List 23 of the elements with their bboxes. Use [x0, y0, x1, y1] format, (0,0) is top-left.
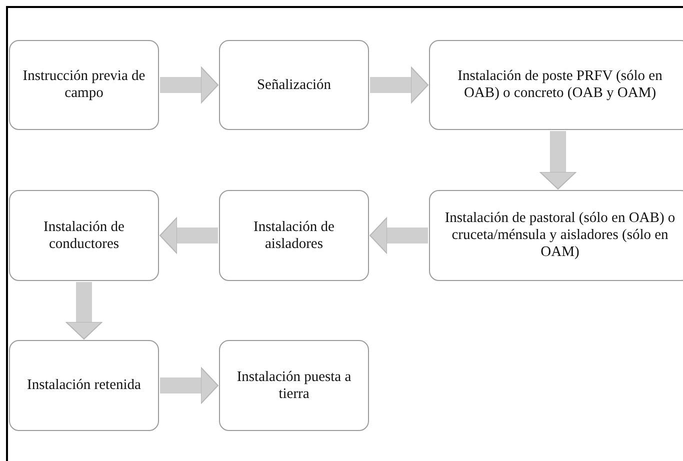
block-arrow — [370, 217, 428, 254]
step-text: Instalación de aisladores — [252, 218, 336, 252]
step-text: Instalación de poste PRFV (sólo en OAB) o concreto (OAB y OAM) — [456, 68, 664, 102]
step-text: Instalación de pastoral (sólo en OAB) o cruceta/ménsula y aisladores (sólo en OAM) — [444, 210, 676, 261]
block-arrow — [160, 367, 218, 404]
process-box — [429, 190, 683, 281]
step-text: Instalación retenida — [27, 377, 141, 394]
step-text: Instrucción previa de campo — [22, 68, 146, 102]
process-box — [429, 40, 683, 130]
step-text: Instalación de conductores — [42, 218, 126, 252]
step-text: Instalación puesta a tierra — [236, 368, 352, 402]
process-box — [9, 190, 159, 281]
process-box — [219, 190, 369, 281]
process-box — [219, 340, 369, 431]
block-arrow — [160, 217, 218, 254]
process-box — [219, 40, 369, 130]
process-box — [9, 40, 159, 130]
block-arrow — [66, 282, 102, 340]
step-text: Señalización — [256, 76, 332, 94]
block-arrow — [370, 66, 428, 104]
process-box — [9, 340, 159, 431]
block-arrow — [540, 131, 576, 190]
block-arrow — [160, 66, 218, 104]
